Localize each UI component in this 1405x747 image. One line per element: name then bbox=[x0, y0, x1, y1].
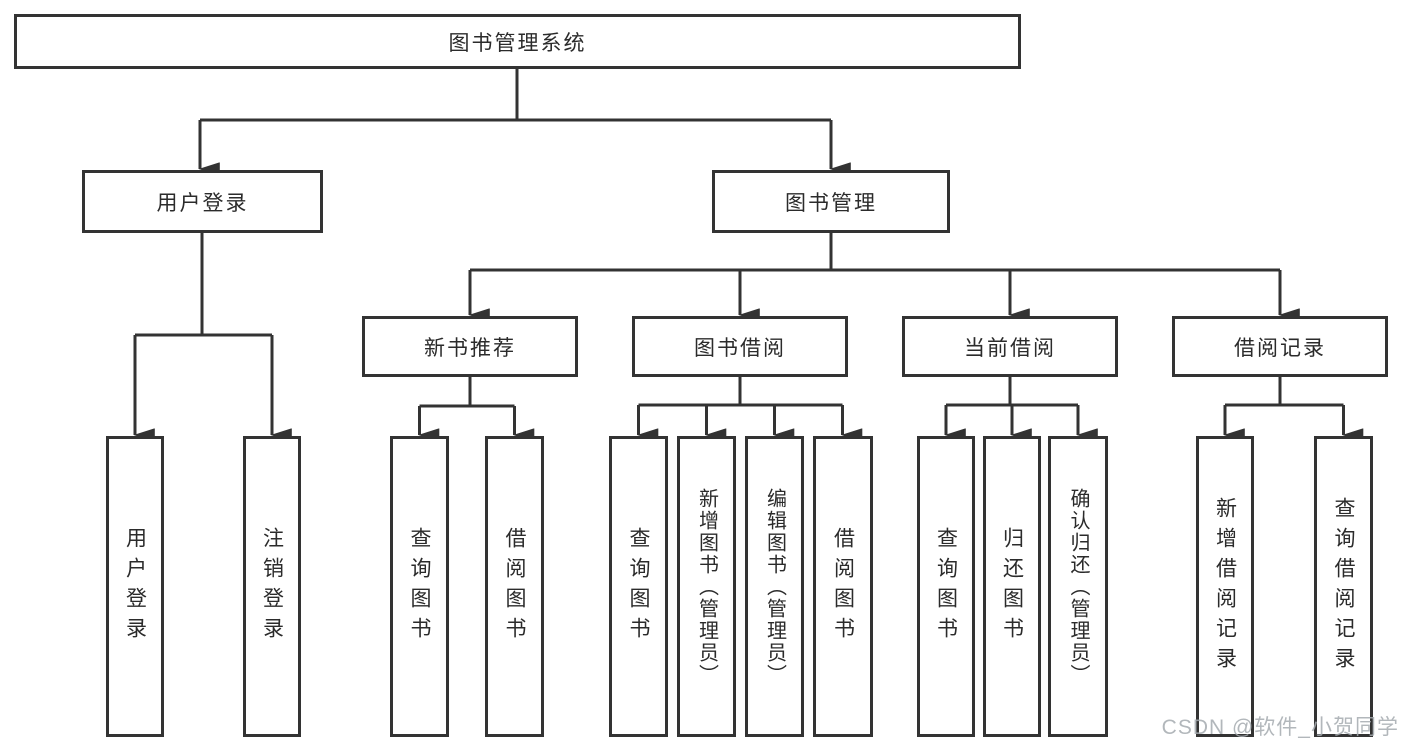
node-book-management-label: 图书管理 bbox=[785, 191, 877, 215]
node-borrow-records: 借阅记录 bbox=[1172, 316, 1388, 377]
node-new-book-recommend-label: 新书推荐 bbox=[424, 336, 516, 360]
connector-current-borrow-children bbox=[944, 377, 1098, 442]
connector-book-borrow-children bbox=[637, 377, 863, 442]
leaf-confirm-return-admin: 确认归还（管理员） bbox=[1048, 436, 1108, 737]
node-current-borrow-label: 当前借阅 bbox=[964, 336, 1056, 360]
leaf-edit-books-admin-label: 编辑图书（管理员） bbox=[763, 487, 786, 686]
leaf-query-books-recommend-label: 查询图书 bbox=[408, 526, 431, 647]
node-book-management: 图书管理 bbox=[712, 170, 950, 233]
leaf-query-books-borrow-label: 查询图书 bbox=[627, 526, 650, 647]
leaf-borrow-books-recommend-label: 借阅图书 bbox=[503, 526, 526, 647]
leaf-user-login: 用户登录 bbox=[106, 436, 164, 737]
leaf-query-borrow-record: 查询借阅记录 bbox=[1314, 436, 1373, 737]
node-user-login-label: 用户登录 bbox=[156, 191, 249, 215]
leaf-add-borrow-record: 新增借阅记录 bbox=[1196, 436, 1254, 737]
leaf-return-books-label: 归还图书 bbox=[1000, 526, 1024, 647]
connector-root-to-level2 bbox=[198, 68, 851, 176]
node-new-book-recommend: 新书推荐 bbox=[362, 316, 578, 377]
node-book-borrow-label: 图书借阅 bbox=[694, 336, 786, 360]
node-user-login: 用户登录 bbox=[82, 170, 323, 233]
leaf-confirm-return-admin-label: 确认归还（管理员） bbox=[1067, 487, 1089, 686]
leaf-query-books-borrow: 查询图书 bbox=[609, 436, 668, 737]
leaf-borrow-books-label: 借阅图书 bbox=[831, 526, 855, 647]
node-current-borrow: 当前借阅 bbox=[902, 316, 1118, 377]
leaf-edit-books-admin: 编辑图书（管理员） bbox=[745, 436, 804, 737]
leaf-user-login-label: 用户登录 bbox=[123, 526, 147, 647]
node-book-borrow: 图书借阅 bbox=[632, 316, 848, 377]
connector-book-management-children bbox=[468, 233, 1300, 322]
leaf-add-books-admin-label: 新增图书（管理员） bbox=[695, 487, 718, 686]
leaf-borrow-books: 借阅图书 bbox=[813, 436, 873, 737]
connector-borrow-records-children bbox=[1223, 377, 1364, 442]
node-library-system-label: 图书管理系统 bbox=[448, 31, 587, 55]
node-borrow-records-label: 借阅记录 bbox=[1234, 336, 1326, 360]
leaf-query-borrow-record-label: 查询借阅记录 bbox=[1332, 496, 1355, 677]
leaf-add-books-admin: 新增图书（管理员） bbox=[677, 436, 736, 737]
leaf-query-books-current-label: 查询图书 bbox=[934, 526, 958, 647]
connector-new-book-children bbox=[418, 377, 535, 442]
leaf-add-borrow-record-label: 新增借阅记录 bbox=[1213, 496, 1237, 677]
node-library-system: 图书管理系统 bbox=[14, 14, 1021, 69]
leaf-logout-label: 注销登录 bbox=[260, 526, 284, 647]
leaf-query-books-recommend: 查询图书 bbox=[390, 436, 449, 737]
leaf-return-books: 归还图书 bbox=[983, 436, 1041, 737]
leaf-logout: 注销登录 bbox=[243, 436, 301, 737]
leaf-borrow-books-recommend: 借阅图书 bbox=[485, 436, 544, 737]
csdn-watermark: CSDN @软件_小贺同学 bbox=[1161, 716, 1399, 739]
leaf-query-books-current: 查询图书 bbox=[917, 436, 975, 737]
connector-user-login-children bbox=[133, 233, 292, 442]
